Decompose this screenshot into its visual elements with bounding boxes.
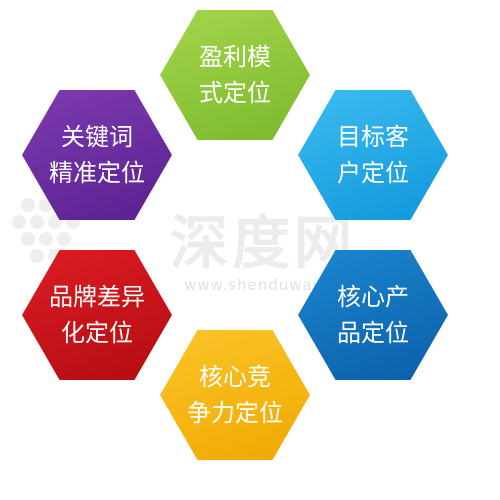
hexagon-label-line1: 目标客 [337,123,409,151]
hexagon-label-line2: 争力定位 [187,399,283,427]
hexagon-label-line1: 品牌差异 [49,283,145,311]
hexagon-target-customer: 目标客 户定位 [298,90,448,220]
hexagon-label-line2: 品定位 [337,319,409,347]
hexagon-label-line1: 核心竞 [199,363,271,391]
hexagon-label: 核心产 品定位 [337,279,409,351]
hexagon-label-line2: 精准定位 [49,159,145,187]
hexagon-label-line2: 化定位 [61,319,133,347]
hexagon-label-line1: 盈利模 [199,43,271,71]
hexagon-core-product: 核心产 品定位 [298,250,448,380]
hexagon-label: 核心竞 争力定位 [187,359,283,431]
hexagon-label: 目标客 户定位 [337,119,409,191]
hexagon-label-line2: 式定位 [199,79,271,107]
hexagon-core-competitiveness: 核心竞 争力定位 [160,330,310,460]
hexagon-label-line2: 户定位 [337,159,409,187]
hexagon-keyword-precision: 关键词 精准定位 [22,90,172,220]
hexagon-label: 品牌差异 化定位 [49,279,145,351]
hexagon-profit-model: 盈利模 式定位 [160,10,310,140]
hexagon-brand-differentiation: 品牌差异 化定位 [22,250,172,380]
hexagon-label-line1: 关键词 [61,123,133,151]
hexagon-label: 盈利模 式定位 [199,39,271,111]
hexagon-label: 关键词 精准定位 [49,119,145,191]
hexagon-label-line1: 核心产 [337,283,409,311]
